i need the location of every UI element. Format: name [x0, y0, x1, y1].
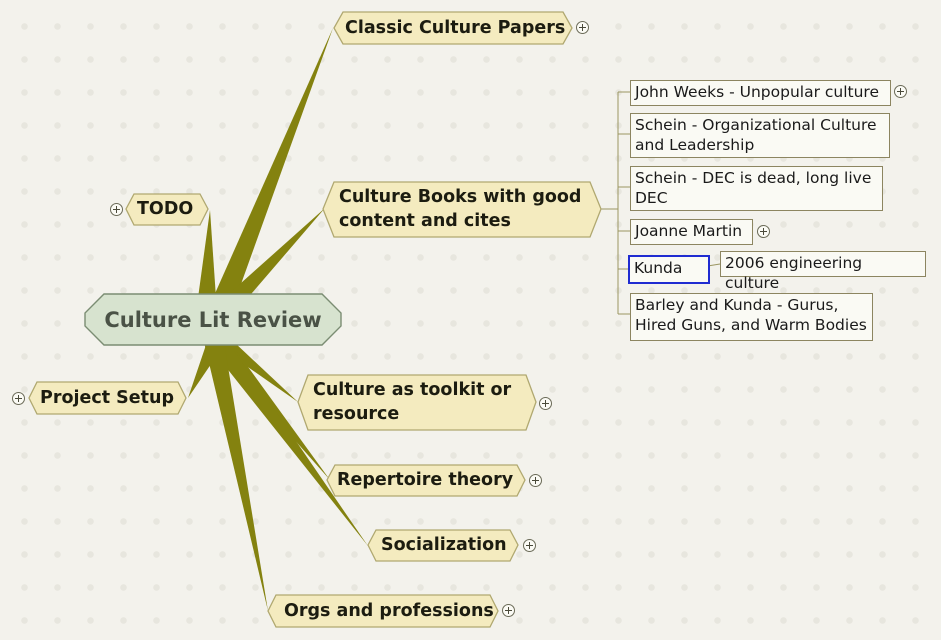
- connector-todo: [198, 210, 216, 298]
- connector-classic: [213, 28, 333, 298]
- expand-plus-icon[interactable]: [539, 397, 552, 410]
- branch-label: Classic Culture Papers: [345, 18, 566, 38]
- expand-plus-icon[interactable]: [523, 539, 536, 552]
- expand-plus-icon[interactable]: [529, 474, 542, 487]
- branch-culture-books[interactable]: Culture Books with good content and cite…: [322, 181, 602, 238]
- topic-kunda[interactable]: Kunda: [628, 255, 710, 284]
- connector-socialization: [206, 342, 368, 546]
- branch-socialization[interactable]: Socialization: [367, 529, 519, 562]
- branch-label: Repertoire theory: [337, 470, 514, 490]
- expand-plus-icon[interactable]: [894, 85, 907, 98]
- root-node[interactable]: Culture Lit Review: [84, 293, 342, 346]
- topic-john-weeks[interactable]: John Weeks - Unpopular culture: [630, 80, 891, 106]
- connector-orgs: [204, 342, 268, 611]
- root-label: Culture Lit Review: [104, 307, 322, 332]
- topic-barley-kunda[interactable]: Barley and Kunda - Gurus, Hired Guns, an…: [630, 293, 873, 341]
- expand-plus-icon[interactable]: [576, 21, 589, 34]
- branch-label: Culture as toolkit or resource: [313, 380, 512, 424]
- branch-label: Project Setup: [40, 388, 175, 408]
- branch-todo[interactable]: TODO: [125, 193, 209, 226]
- topic-schein-dec[interactable]: Schein - DEC is dead, long live DEC: [630, 166, 883, 211]
- topic-joanne-martin[interactable]: Joanne Martin: [630, 219, 753, 245]
- branch-repertoire-theory[interactable]: Repertoire theory: [326, 464, 526, 497]
- expand-plus-icon[interactable]: [110, 203, 123, 216]
- expand-plus-icon[interactable]: [12, 392, 25, 405]
- branch-label: TODO: [137, 199, 194, 219]
- branch-label: Orgs and professions: [284, 601, 494, 621]
- topic-2006-engineering-culture[interactable]: 2006 engineering culture: [720, 251, 926, 292]
- branch-orgs-professions[interactable]: Orgs and professions: [267, 594, 499, 628]
- branch-label: Socialization: [381, 535, 507, 555]
- expand-plus-icon[interactable]: [502, 604, 515, 617]
- expand-plus-icon[interactable]: [757, 225, 770, 238]
- branch-label: Culture Books with good content and cite…: [339, 187, 582, 231]
- branch-project-setup[interactable]: Project Setup: [28, 381, 187, 415]
- branch-culture-toolkit[interactable]: Culture as toolkit or resource: [297, 374, 537, 431]
- topic-schein-org-culture[interactable]: Schein - Organizational Culture and Lead…: [630, 113, 890, 158]
- connector-books: [222, 208, 325, 300]
- branch-classic-culture-papers[interactable]: Classic Culture Papers: [333, 11, 573, 45]
